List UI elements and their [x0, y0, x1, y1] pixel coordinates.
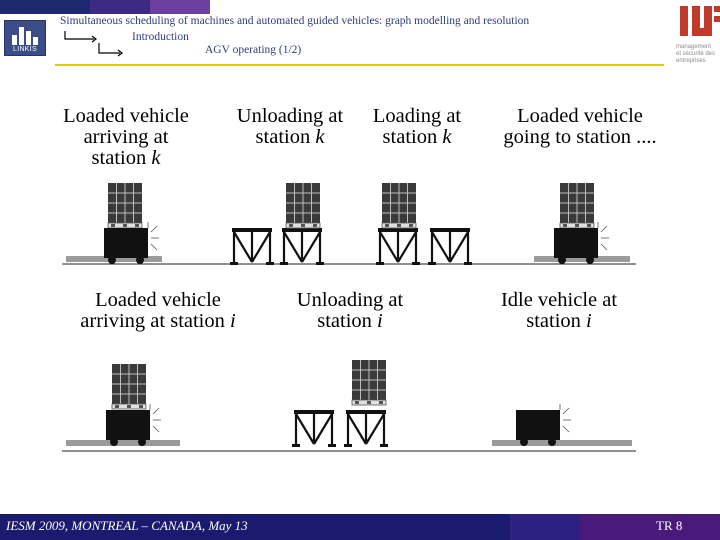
- breadcrumb-section: Introduction: [132, 31, 189, 43]
- rail-5: [66, 440, 180, 446]
- header-rule: [55, 64, 664, 66]
- mse-logo-icon: [680, 6, 720, 36]
- caption-line: station k: [56, 148, 196, 169]
- slide-title: AGV operating (1/2): [205, 44, 302, 56]
- caption-line: Loaded vehicle: [95, 289, 221, 311]
- loaded-vehicle-arriving-i: [105, 363, 162, 447]
- linkis-logo-text: LINKIS: [13, 46, 37, 53]
- caption-station-var: i: [586, 310, 592, 332]
- caption-line: station i: [486, 311, 632, 332]
- rail-7: [492, 440, 632, 446]
- caption-loaded-arriving-k: Loaded vehicle arriving at station k: [56, 106, 196, 169]
- caption-line: Idle vehicle at: [500, 289, 618, 311]
- caption-text: station: [382, 126, 443, 148]
- caption-text: station: [317, 310, 378, 332]
- caption-loading-k: Loading at station k: [362, 106, 472, 148]
- loaded-vehicle-going: [553, 182, 610, 265]
- caption-station-var: k: [315, 126, 325, 148]
- caption-text: arriving at station: [80, 310, 231, 332]
- caption-loaded-going: Loaded vehicle going to station ....: [496, 106, 664, 148]
- caption-line: station k: [226, 127, 354, 148]
- caption-station-var: k: [442, 126, 452, 148]
- caption-line: going to station ....: [503, 126, 657, 148]
- management-logo: management et sécurité des entreprises: [676, 2, 720, 66]
- caption-line: arriving at: [83, 126, 169, 148]
- caption-station-var: i: [377, 310, 383, 332]
- caption-line: arriving at station i: [60, 311, 256, 332]
- loaded-vehicle-arriving-k: [103, 182, 160, 265]
- station-i-unloading: [290, 359, 390, 449]
- presentation-title: Simultaneous scheduling of machines and …: [60, 15, 530, 27]
- caption-text: station: [91, 147, 152, 169]
- caption-text: station: [526, 310, 587, 332]
- caption-line: station k: [362, 127, 472, 148]
- caption-line: Unloading at: [296, 289, 404, 311]
- caption-line: Loading at: [372, 105, 462, 127]
- caption-line: station i: [282, 311, 418, 332]
- logo-line-1: management: [676, 44, 712, 50]
- footer-bar: [0, 514, 720, 540]
- station-k-unloading: [228, 182, 326, 267]
- idle-vehicle-i: [515, 403, 572, 447]
- caption-loaded-arriving-i: Loaded vehicle arriving at station i: [60, 290, 256, 332]
- footer-conference: IESM 2009, MONTREAL – CANADA, May 13: [6, 518, 248, 533]
- top-color-bar: [0, 0, 720, 14]
- logo-line-3: entreprises: [676, 58, 706, 64]
- breadcrumb-arrow-icon: [64, 31, 97, 43]
- caption-line: Loaded vehicle: [63, 105, 189, 127]
- rail-4: [534, 256, 630, 262]
- page-number: TR 8: [656, 518, 683, 533]
- station-k-loading: [374, 182, 474, 267]
- logo-line-2: et sécurité des: [676, 51, 716, 57]
- caption-line: Loaded vehicle: [517, 105, 643, 127]
- linkis-logo: LINKIS: [4, 20, 46, 56]
- caption-station-var: k: [151, 147, 161, 169]
- caption-station-var: i: [230, 310, 236, 332]
- caption-unloading-k: Unloading at station k: [226, 106, 354, 148]
- breadcrumb-sub-arrow-icon: [98, 43, 123, 57]
- caption-idle-i: Idle vehicle at station i: [486, 290, 632, 332]
- caption-unloading-i: Unloading at station i: [282, 290, 418, 332]
- caption-line: Unloading at: [236, 105, 344, 127]
- caption-text: station: [255, 126, 316, 148]
